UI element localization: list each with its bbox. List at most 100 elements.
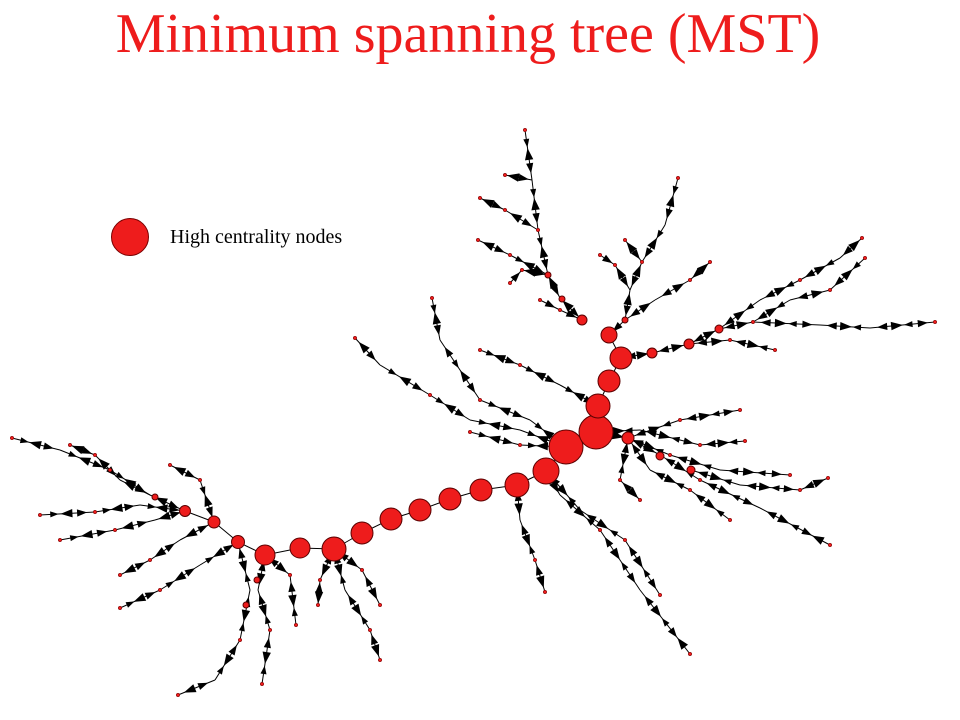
leaf-arrow [709,472,723,481]
leaf-node [315,602,321,608]
leaf-node [772,347,778,353]
leaf-arrow [631,275,639,287]
leaf-arrow [717,439,730,448]
leaf-arrow [572,392,586,402]
leaf-arrow [258,594,266,606]
leaf-node [517,442,523,448]
leaf-arrow [765,307,778,318]
high-centrality-node [179,505,191,517]
leaf-arrow [29,441,42,450]
leaf-arrow [852,324,862,331]
leaf-arrow [693,333,705,342]
leaf-node [742,438,748,444]
leaf-arrow [154,547,167,558]
leaf-arrow [620,453,629,466]
leaf-arrow [774,318,787,328]
leaf-arrow [650,604,661,617]
leaf-arrow [435,396,445,404]
high-centrality-node [289,537,311,559]
leaf-arrow [493,355,507,364]
leaf-arrow [536,237,543,247]
leaf-node [475,237,481,243]
leaf-arrow [917,320,928,328]
leaf-arrow [630,308,641,317]
leaf-arrow [491,200,503,209]
leaf-arrow [619,276,629,287]
leaf-node [862,255,868,261]
leaf-arrow [562,300,574,312]
leaf-arrow [556,484,568,496]
leaf-arrow [515,255,524,263]
leaf-arrow [433,324,441,336]
leaf-arrow [523,268,537,277]
leaf-node [557,307,563,313]
high-centrality-node [504,472,530,498]
tree-edge [361,569,381,606]
leaf-node [687,487,693,493]
leaf-arrow [834,276,845,286]
leaf-arrow [525,148,534,161]
leaf-arrow [667,627,677,638]
leaf-arrow [705,440,716,448]
leaf-arrow [692,268,703,278]
leaf-node [797,277,803,283]
leaf-arrow [609,547,620,560]
leaf-arrow [478,418,488,425]
leaf-node [502,172,508,178]
leaf-arrow [80,530,94,539]
leaf-arrow [50,511,59,518]
leaf-node [519,267,525,273]
leaf-arrow [228,644,237,656]
leaf-arrow [628,545,638,557]
high-centrality-node [621,431,635,445]
leaf-arrow [644,247,653,258]
leaf-arrow [169,511,181,519]
leaf-node [697,442,703,448]
nodes-layer [9,127,938,698]
leaf-node [9,435,15,441]
leaf-arrow [174,571,187,582]
leaf-node [377,602,383,608]
leaf-arrow [521,524,529,536]
leaf-arrow [661,288,673,297]
leaf-node [287,572,293,578]
high-centrality-node [532,457,560,485]
leaf-node [697,477,703,483]
leaf-arrow [494,245,505,253]
leaf-arrow [602,254,613,264]
leaf-arrow [842,245,853,256]
tree-edge [114,519,156,531]
leaf-arrow [666,194,675,208]
leaf-arrow [482,242,495,251]
leaf-arrow [485,349,495,356]
high-centrality-node [151,493,159,501]
leaf-arrow [635,428,647,436]
high-centrality-node [683,338,695,350]
high-centrality-node [558,295,566,303]
leaf-arrow [664,458,676,467]
leaf-arrow [514,503,523,516]
leaf-arrow [321,563,331,576]
leaf-node [167,462,173,468]
leaf-node [507,252,513,258]
leaf-arrow [839,322,852,331]
leaf-node [107,467,113,473]
leaf-arrow [288,594,297,607]
leaf-arrow [346,556,359,568]
leaf-node [597,252,603,258]
leaf-arrow [852,261,861,270]
leaf-arrow [155,497,168,507]
leaf-arrow [241,609,251,622]
leaf-arrow [185,528,198,538]
leaf-arrow [676,456,688,464]
leaf-arrow [165,581,175,589]
high-centrality-node [600,326,618,344]
leaf-arrow [616,267,627,280]
leaf-arrow [644,595,654,607]
leaf-arrow [98,458,110,470]
legend-label: High centrality nodes [170,226,343,248]
leaf-arrow [536,575,545,588]
leaf-arrow [43,442,54,450]
leaf-node [597,527,603,533]
leaf-arrow [624,427,633,434]
